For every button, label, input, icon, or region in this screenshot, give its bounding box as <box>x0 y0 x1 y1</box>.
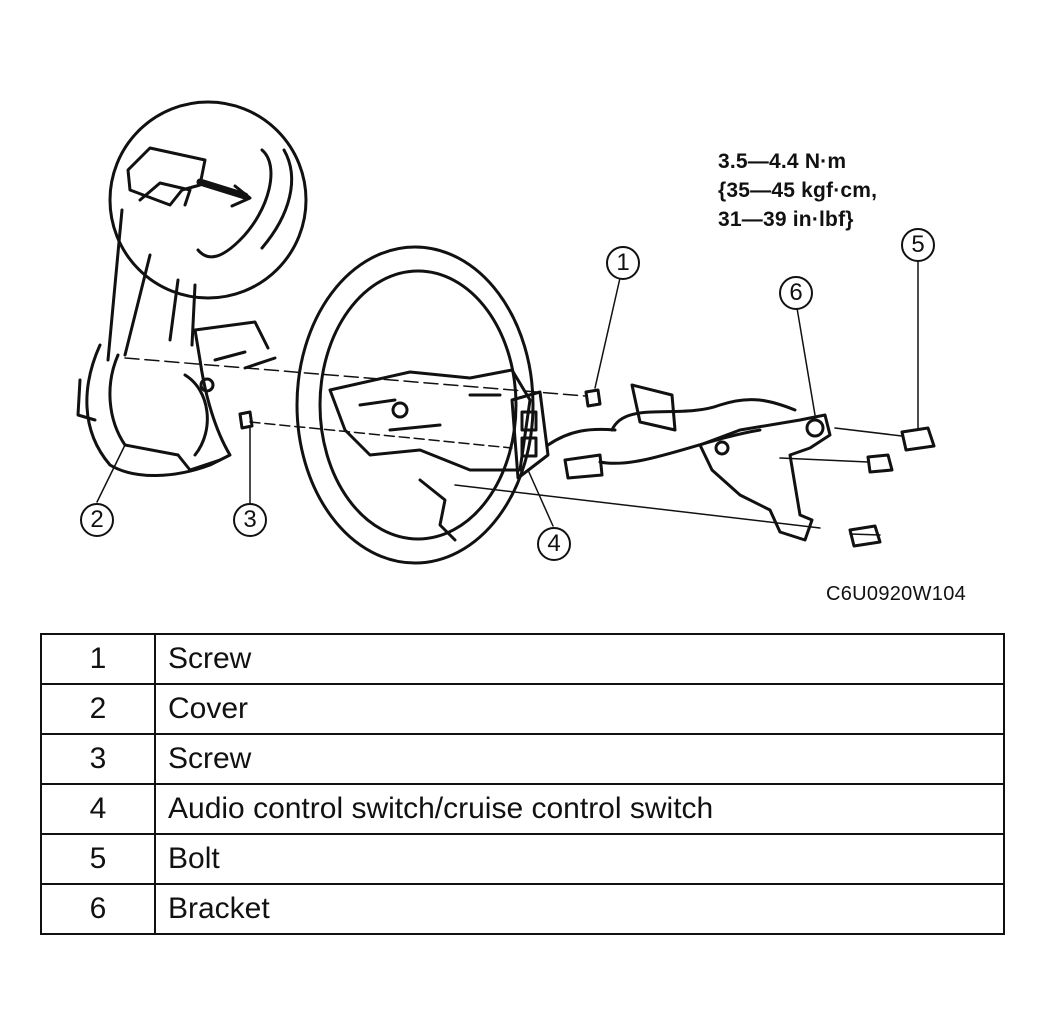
callout-4: 4 <box>537 527 571 561</box>
part-name: Cover <box>154 683 1005 735</box>
part-number: 4 <box>40 783 156 835</box>
table-row: 5 Bolt <box>40 833 1005 885</box>
table-row: 1 Screw <box>40 633 1005 685</box>
part-number: 3 <box>40 733 156 785</box>
bracket-part <box>698 413 832 542</box>
part-name: Screw <box>154 633 1005 685</box>
part-number: 1 <box>40 633 156 685</box>
table-row: 6 Bracket <box>40 883 1005 935</box>
part-number: 5 <box>40 833 156 885</box>
callout-5: 5 <box>901 228 935 262</box>
callout-2: 2 <box>80 503 114 537</box>
cover-part <box>76 320 277 477</box>
callout-3: 3 <box>233 503 267 537</box>
leader-lines <box>96 261 919 536</box>
callout-1: 1 <box>606 246 640 280</box>
torque-spec: 3.5—4.4 N·m {35—45 kgf·cm, 31—39 in·lbf} <box>718 150 878 231</box>
part-number: 6 <box>40 883 156 935</box>
table-row: 3 Screw <box>40 733 1005 785</box>
clip-detail-magnifier <box>106 100 308 362</box>
part-name: Bolt <box>154 833 1005 885</box>
part-name: Bracket <box>154 883 1005 935</box>
figure-code: C6U0920W104 <box>826 583 967 605</box>
table-row: 4 Audio control switch/cruise control sw… <box>40 783 1005 835</box>
callout-6: 6 <box>779 276 813 310</box>
bolts <box>238 388 936 548</box>
switch-part <box>510 383 797 480</box>
part-name: Audio control switch/cruise control swit… <box>154 783 1005 835</box>
part-number: 2 <box>40 683 156 735</box>
parts-table: 1 Screw 2 Cover 3 Screw 4 Audio control … <box>40 633 1005 935</box>
part-name: Screw <box>154 733 1005 785</box>
steering-wheel <box>295 245 535 565</box>
table-row: 2 Cover <box>40 683 1005 735</box>
exploded-view-diagram <box>76 100 936 565</box>
